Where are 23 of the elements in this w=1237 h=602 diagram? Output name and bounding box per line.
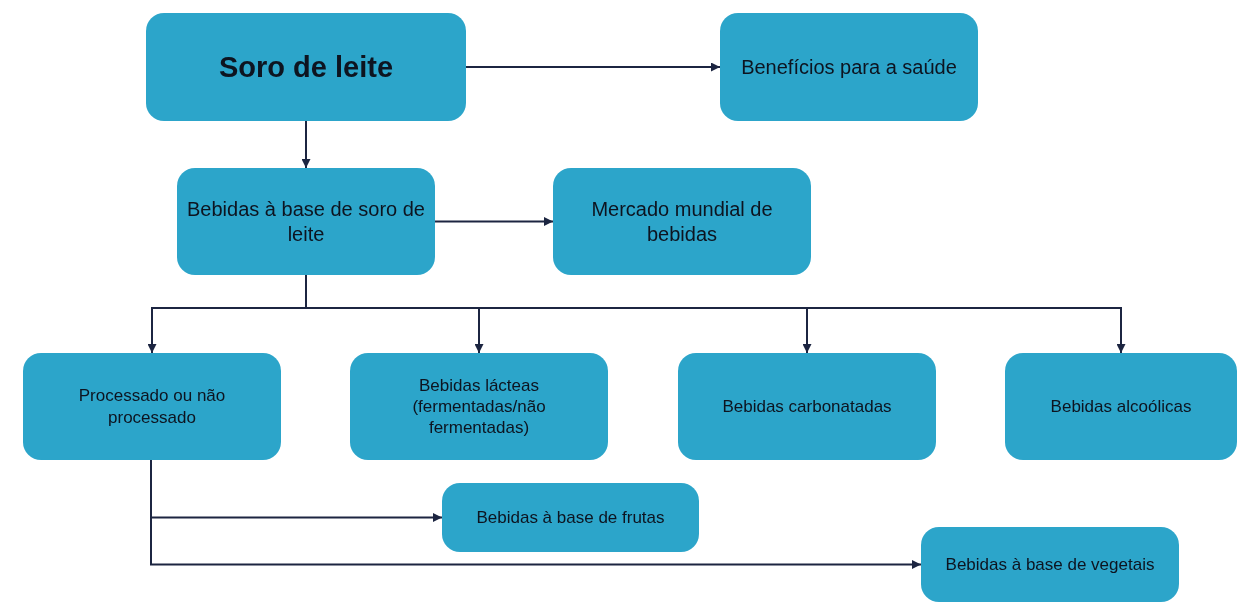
process-box [146, 13, 466, 121]
process-box [350, 353, 608, 460]
box-label: Processado ou não processado [77, 385, 227, 428]
process-box [921, 527, 1179, 602]
box-label: Bebidas à base de vegetais [945, 553, 1155, 576]
process-box [1005, 353, 1237, 460]
process-box [720, 13, 978, 121]
arrow [434, 217, 554, 226]
process-box [442, 483, 699, 552]
box-label: Bebidas carbonatadas [722, 395, 892, 418]
box-label: Bebidas alcoólicas [1050, 395, 1192, 418]
process-box [553, 168, 811, 275]
process-box [678, 353, 936, 460]
process-box [23, 353, 281, 460]
box-label: Bebidas à base de frutas [476, 506, 665, 529]
process-box [177, 168, 435, 275]
box-label: Bebidas lácteas (fermentadas/não fermentadas) [411, 374, 547, 439]
box-label: Benefícios para a saúde [741, 54, 957, 80]
arrow [301, 120, 311, 169]
box-label: Bebidas à base de soro de leite [187, 196, 425, 247]
box-label: Soro de leite [218, 49, 393, 85]
arrow [465, 62, 721, 72]
box-label: Mercado mundial de bebidas [590, 196, 774, 247]
